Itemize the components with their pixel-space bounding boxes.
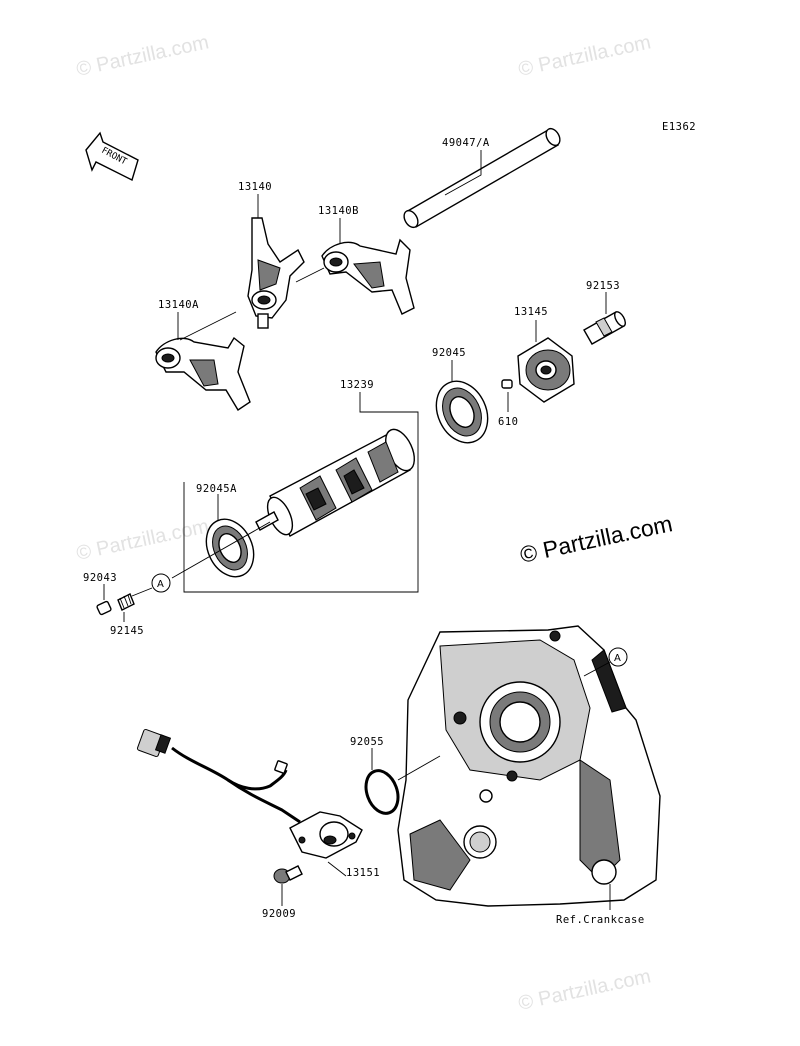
label-92045A: 92045A: [196, 483, 237, 495]
label-13140B: 13140B: [318, 205, 359, 217]
bearing-92045: [435, 380, 489, 444]
label-13140: 13140: [238, 181, 272, 193]
shift-drum-bracket: [183, 392, 419, 593]
label-92145: 92145: [110, 625, 144, 637]
label-13145: 13145: [514, 306, 548, 318]
svg-text:A: A: [157, 579, 164, 590]
shift-fork-shaft-49047A: [403, 127, 561, 229]
label-13140A: 13140A: [158, 299, 199, 311]
drum-holder-13145: [517, 337, 575, 403]
pin-610: [501, 379, 513, 389]
copyright-notice: © Partzilla.com: [518, 510, 675, 568]
shift-fork-13140B: [321, 238, 415, 315]
label-92043: 92043: [83, 572, 117, 584]
watermark-middle-left: © Partzilla.com: [74, 515, 210, 565]
figure-code: E1362: [662, 121, 696, 133]
callout-a-right: A: [608, 647, 628, 667]
watermark-top-left: © Partzilla.com: [74, 31, 210, 81]
pin-92043: [96, 600, 112, 616]
bearing-92045A: [205, 518, 255, 578]
sensor-wire-harness: [136, 728, 301, 824]
callout-a-left: A: [151, 573, 171, 593]
ref-crankcase-label: Ref.Crankcase: [556, 914, 645, 926]
label-13151: 13151: [346, 867, 380, 879]
drum-center-line: [171, 521, 271, 579]
spring-92145: [117, 593, 135, 611]
front-arrow-icon: FRONT: [85, 131, 139, 181]
label-92009: 92009: [262, 908, 296, 920]
shift-fork-13140A: [155, 336, 251, 411]
label-92045: 92045: [432, 347, 466, 359]
label-92055: 92055: [350, 736, 384, 748]
screw-92009: [273, 865, 303, 884]
o-ring-92055: [364, 769, 400, 815]
svg-text:A: A: [614, 653, 621, 664]
gear-position-sensor-13151: [289, 811, 363, 859]
watermark-top-right: © Partzilla.com: [516, 31, 652, 81]
label-13239: 13239: [340, 379, 374, 391]
label-49047A: 49047/A: [442, 137, 490, 149]
crankcase-reference: [397, 625, 661, 907]
label-92153: 92153: [586, 280, 620, 292]
bolt-92153: [583, 311, 626, 345]
label-610: 610: [498, 416, 518, 428]
shift-fork-13140: [247, 217, 305, 329]
shift-drum-13239: [255, 428, 416, 537]
watermark-bottom-right: © Partzilla.com: [516, 965, 652, 1015]
